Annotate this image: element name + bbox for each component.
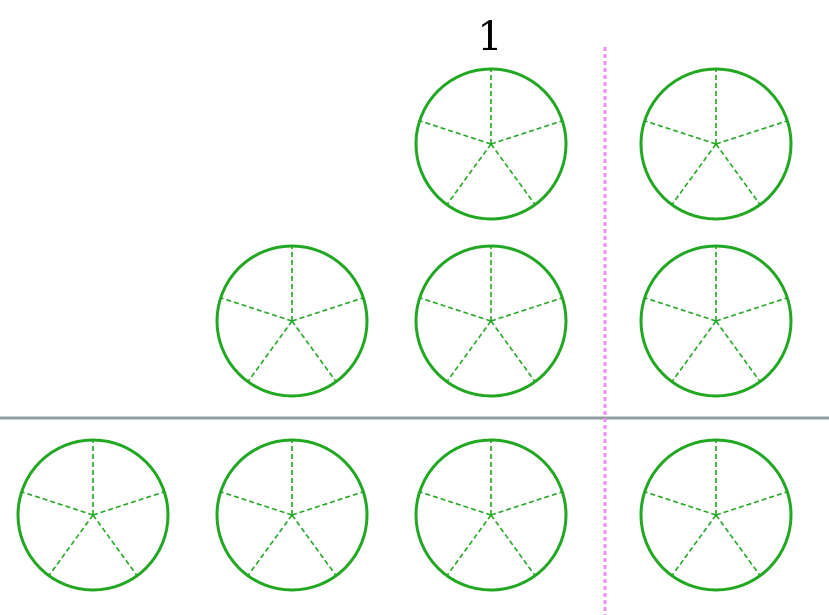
fraction-circle <box>639 244 793 398</box>
circle-outline <box>639 438 793 592</box>
slice-divider-line <box>715 143 761 206</box>
circle-outline <box>414 438 568 592</box>
slice-divider-line <box>644 491 717 516</box>
fraction-circle <box>215 438 369 592</box>
fraction-circle <box>639 67 793 221</box>
slice-divider-line <box>671 320 717 383</box>
slice-divider-line <box>490 514 536 577</box>
slice-divider-line <box>644 120 717 145</box>
fraction-circle <box>16 438 170 592</box>
fraction-circle <box>215 244 369 398</box>
slice-divider-line <box>715 297 788 322</box>
circle-outline <box>639 244 793 398</box>
fraction-circle <box>639 438 793 592</box>
slice-divider-line <box>446 143 492 206</box>
slice-divider-line <box>490 297 563 322</box>
circle-outline <box>639 67 793 221</box>
slice-divider-line <box>92 514 138 577</box>
slice-divider-line <box>644 297 717 322</box>
slice-divider-line <box>247 320 293 383</box>
slice-divider-line <box>419 297 492 322</box>
slice-divider-line <box>220 491 293 516</box>
slice-divider-line <box>291 491 364 516</box>
circles-group <box>16 67 793 592</box>
slice-divider-line <box>490 120 563 145</box>
slice-divider-line <box>220 297 293 322</box>
slice-divider-line <box>446 514 492 577</box>
slice-divider-line <box>715 491 788 516</box>
circle-outline <box>414 244 568 398</box>
slice-divider-line <box>490 491 563 516</box>
circle-outline <box>215 438 369 592</box>
fraction-circle <box>414 67 568 221</box>
slice-divider-line <box>419 491 492 516</box>
slice-divider-line <box>490 320 536 383</box>
slice-divider-line <box>671 514 717 577</box>
fraction-circle <box>414 438 568 592</box>
slice-divider-line <box>291 514 337 577</box>
fraction-circle <box>414 244 568 398</box>
slice-divider-line <box>247 514 293 577</box>
slice-divider-line <box>446 320 492 383</box>
circle-outline <box>215 244 369 398</box>
circle-outline <box>16 438 170 592</box>
slice-divider-line <box>291 297 364 322</box>
slice-divider-line <box>671 143 717 206</box>
slice-divider-line <box>715 120 788 145</box>
slice-divider-line <box>21 491 94 516</box>
slice-divider-line <box>490 143 536 206</box>
slice-divider-line <box>419 120 492 145</box>
slice-divider-line <box>48 514 94 577</box>
circle-outline <box>414 67 568 221</box>
slice-divider-line <box>715 514 761 577</box>
slice-divider-line <box>715 320 761 383</box>
slice-divider-line <box>92 491 165 516</box>
slice-divider-line <box>291 320 337 383</box>
top-label: 1 <box>477 14 502 60</box>
